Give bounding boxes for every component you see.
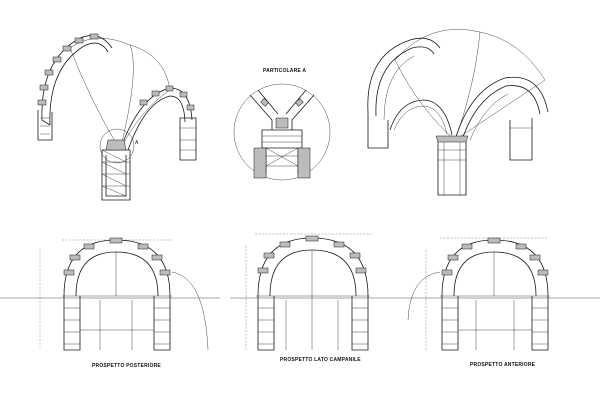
axonometric-vault-scaffold [37,33,197,201]
caption-elevation-rear: PROSPETTO POSTERIORE [92,363,161,369]
caption-elevation-side: PROSPETTO LATO CAMPANILE [280,357,361,363]
caption-elevation-front: PROSPETTO ANTERIORE [470,362,536,368]
axonometric-vault-bare [367,29,549,196]
detail-title: PARTICOLARE A [263,68,307,74]
elevation-front-drawing [380,237,600,351]
elevation-side-drawing [230,233,380,351]
callout-letter: A [135,140,139,146]
elevation-rear-drawing [0,237,220,351]
detail-a-drawing [233,83,331,181]
